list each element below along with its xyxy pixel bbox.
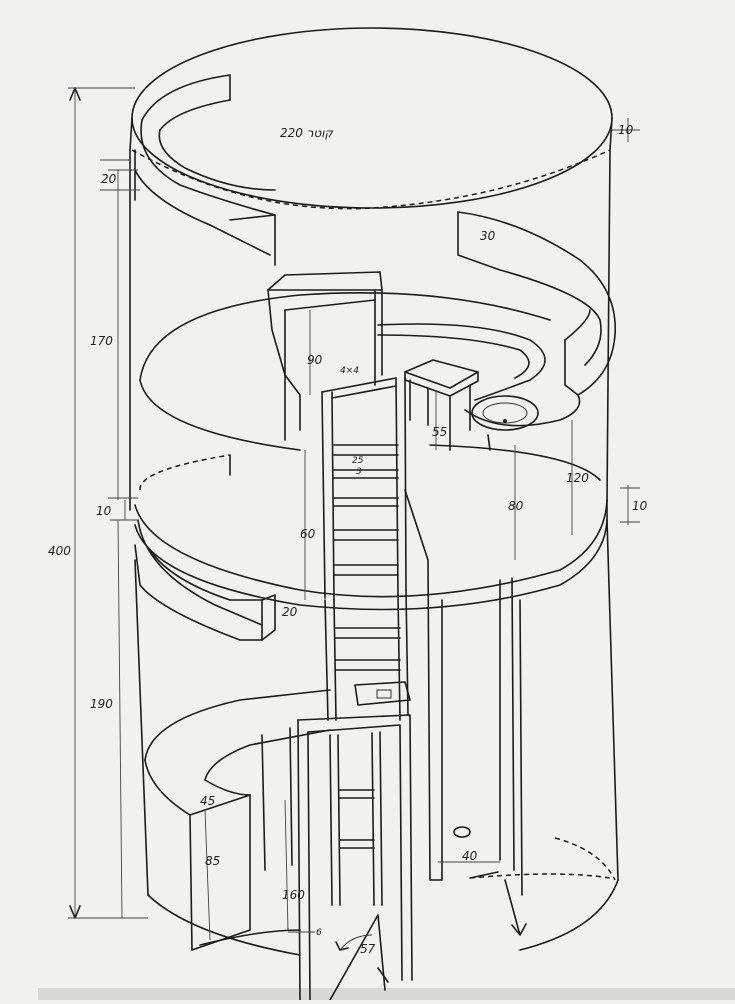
- cabinet-label: 90: [307, 353, 323, 367]
- counter-depth-label: 45: [200, 794, 215, 808]
- door-angle-label: 57: [360, 942, 376, 956]
- rung-width-label: 3: [356, 467, 362, 477]
- door-height-label: 160: [282, 888, 305, 902]
- upper-section-label: 170: [90, 334, 113, 348]
- post-label: 4×4: [340, 366, 359, 376]
- ladder-run-label: 60: [300, 527, 316, 541]
- mid-floor: [134, 292, 608, 611]
- roof-thickness-label: 10: [618, 123, 634, 137]
- upper-room-label: 120: [566, 471, 589, 485]
- lower-section-label: 190: [90, 697, 113, 711]
- lower-rail-label: 20: [282, 605, 298, 619]
- table-label: 55: [432, 425, 447, 439]
- upper-rail-label: 20: [101, 172, 117, 186]
- hatch-offset-label: 40: [462, 849, 478, 863]
- shelf-height-label: 80: [508, 499, 524, 513]
- lower-frame: [297, 489, 523, 1001]
- dimension-lines: [68, 87, 640, 941]
- right-rail: [457, 211, 616, 396]
- door-width-label: 6: [316, 928, 322, 938]
- rung-gap-label: 25: [352, 456, 364, 466]
- dimension-labels: 220 קוטר 400 170 190 10 10 10 20 20 30 9…: [48, 123, 648, 956]
- upper-rail: [134, 74, 276, 266]
- roof-disc: [129, 27, 613, 210]
- wall-cabinet: [267, 271, 383, 441]
- floor-thickness-label: 10: [96, 504, 112, 518]
- upper-counter: [377, 323, 581, 451]
- right-rail-label: 30: [480, 229, 496, 243]
- cylinder-walls: [129, 149, 619, 956]
- lower-rail: [134, 519, 276, 641]
- counter-height-label: 85: [205, 854, 220, 868]
- floor-details: [329, 826, 616, 1001]
- total-height-label: 400: [48, 544, 71, 558]
- diameter-label: 220 קוטר: [280, 126, 334, 140]
- lower-counter: [144, 689, 331, 951]
- slab-thickness-label: 10: [632, 499, 648, 513]
